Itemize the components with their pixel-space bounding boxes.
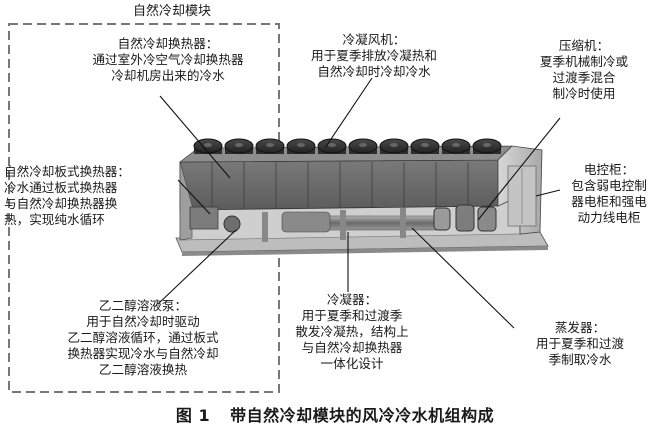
compressor-1 xyxy=(455,204,475,232)
label-glycol-pump: 乙二醇溶液泵： 用于自然冷却时驱动 乙二醇溶液循环，通过板式 换热器实现冷水与自… xyxy=(67,298,219,377)
leader-lines xyxy=(157,77,561,329)
label-condenser: 冷凝器： 用于夏季和过渡季 散发冷凝热，结构上 与自然冷却换热器 一体化设计 xyxy=(295,292,409,371)
leader-compressor xyxy=(477,117,561,221)
glycol-pump xyxy=(223,215,241,233)
leader-condenser-fan xyxy=(324,77,373,149)
base-frame-front xyxy=(182,246,548,256)
fan-icon xyxy=(224,138,254,154)
condenser-fan-row xyxy=(193,138,502,154)
coil-panel-dividers xyxy=(211,162,469,208)
leader-plate-hx xyxy=(177,179,211,215)
coil-panel-front xyxy=(179,159,499,211)
fan-icon xyxy=(348,138,378,154)
label-plate-hx: 自然冷却板式换热器： 冷水通过板式换热器 与自然冷却换热器换 热，实现纯水循环 xyxy=(4,164,130,227)
leader-evaporator xyxy=(411,227,515,329)
fan-icon xyxy=(410,138,440,154)
fan-icon xyxy=(379,138,409,154)
leader-nat-cool-hx xyxy=(159,95,231,179)
compressor-3 xyxy=(433,207,451,231)
label-condenser-fan: 冷凝风机： 用于夏季排放冷凝热和 自然冷却时冷却冷水 xyxy=(311,32,437,79)
fan-icon xyxy=(472,138,502,154)
fan-icon xyxy=(286,138,316,154)
figure-number: 图 1 xyxy=(175,406,211,425)
figure-caption: 图 1 带自然冷却模块的风冷冷水机组构成 xyxy=(0,402,670,426)
module-title: 自然冷却模块 xyxy=(132,4,211,19)
label-control-cabinet: 电控柜： 包含弱电控制 器电柜和强电 动力线电柜 xyxy=(571,162,647,225)
plate-heat-exchanger xyxy=(189,206,219,230)
leader-glycol-pump xyxy=(157,229,237,305)
fan-icon xyxy=(255,138,285,154)
fan-icon xyxy=(441,138,471,154)
label-evaporator: 蒸发器： 用于夏季和过渡 季制取冷水 xyxy=(535,320,625,367)
label-natural-cooling-hx: 自然冷却换热器： 通过室外冷空气冷却换热器 冷却机房出来的冷水 xyxy=(92,36,244,83)
fan-icon xyxy=(317,138,347,154)
compressor-2 xyxy=(477,206,497,232)
fan-icon xyxy=(193,138,223,154)
figure-title: 带自然冷却模块的风冷冷水机组构成 xyxy=(230,406,495,425)
leader-control-cabinet xyxy=(535,189,561,197)
label-compressor: 压缩机： 夏季机械制冷或 过渡季混合 制冷时使用 xyxy=(539,38,629,101)
